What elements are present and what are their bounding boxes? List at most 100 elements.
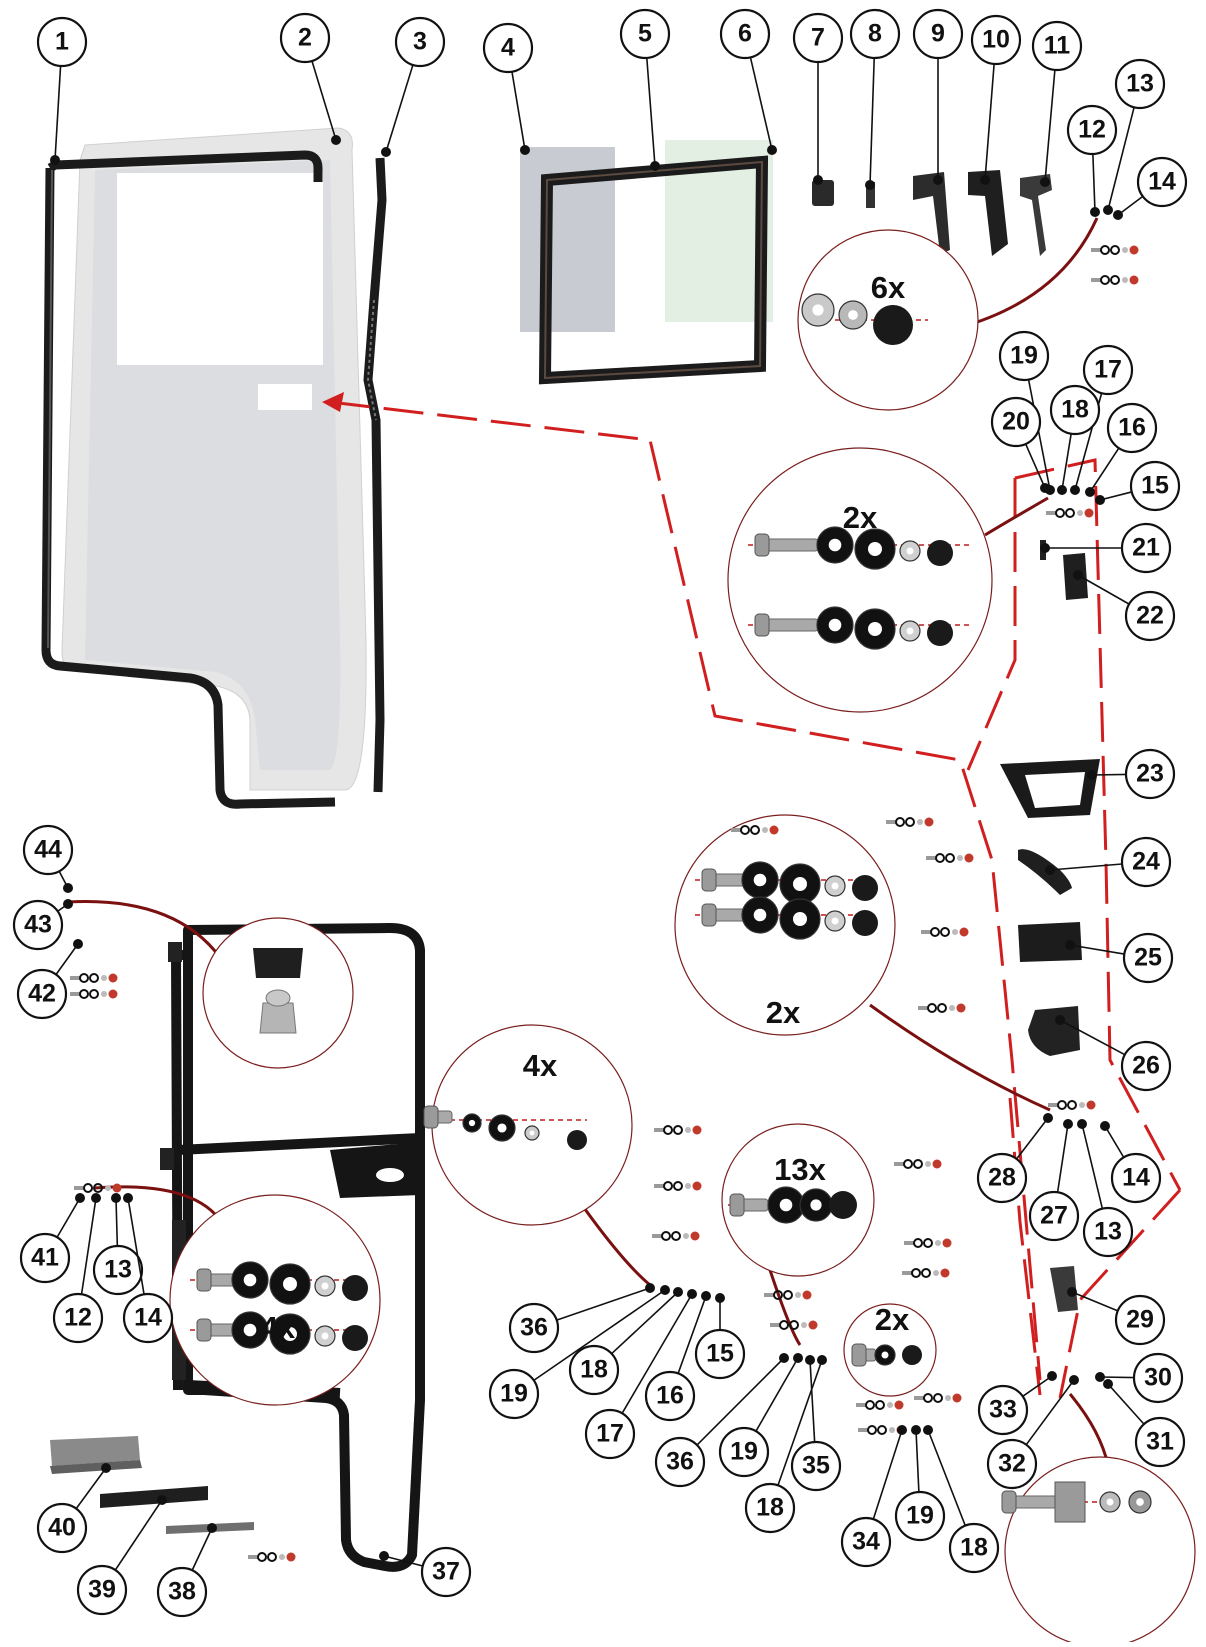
callout-16: 16 [644,1291,711,1422]
callout-circle [912,8,964,60]
detail-circle [1001,1456,1196,1647]
callout-leader [872,1429,903,1520]
callout-circle [894,1490,946,1542]
callout-43: 43 [12,899,73,951]
callout-anchor-dot [1103,1379,1113,1389]
callout-number: 19 [730,1438,758,1466]
callout-37: 37 [379,1546,472,1598]
callout-circle [970,14,1022,66]
callout-anchor-dot [701,1291,711,1301]
callout-leader [511,71,526,151]
callout-number: 9 [931,20,945,48]
callout-circle [744,1482,796,1534]
hardware-cluster [894,1159,942,1169]
callout-number: 12 [1078,116,1106,144]
callout-leader [56,1197,81,1238]
callout-number: 42 [28,980,56,1008]
callout-21: 21 [1040,522,1172,574]
latch-parts [1000,540,1100,1312]
callout-leader [1092,153,1096,213]
callout-circle [1028,1190,1080,1242]
detail-circle: 2x [727,447,993,713]
callout-number: 15 [706,1340,734,1368]
callout-number: 8 [868,20,882,48]
callout-circle [482,22,534,74]
callout-number: 18 [756,1494,784,1522]
callout-anchor-dot [1040,177,1050,187]
callout-16: 16 [1085,402,1158,497]
callout-4: 4 [482,22,534,155]
callout-anchor-dot [1055,1015,1065,1025]
callout-circle [1114,58,1166,110]
callout-anchor-dot [1100,1121,1110,1131]
callout-circle [694,1328,746,1380]
callout-12: 12 [1066,104,1118,217]
callout-circle [977,1384,1029,1436]
callout-anchor-dot [1073,570,1083,580]
callout-leader [1015,1117,1049,1160]
callout-anchor-dot [1090,207,1100,217]
callout-44: 44 [22,824,74,893]
callout-number: 16 [656,1382,684,1410]
callout-number: 22 [1136,602,1164,630]
callout-leader [311,60,337,141]
callout-number: 20 [1002,408,1030,436]
callout-circle [792,12,844,64]
callout-anchor-dot [520,145,530,155]
callout-number: 18 [960,1534,988,1562]
callout-circle [420,1546,472,1598]
callout-number: 43 [24,911,52,939]
callout-leader [927,1429,967,1526]
callout-number: 35 [802,1452,830,1480]
callout-anchor-dot [911,1425,921,1435]
callout-number: 16 [1118,414,1146,442]
callout-number: 19 [500,1380,528,1408]
callout-circle [840,1516,892,1568]
callout-leader [984,63,995,181]
callout-leader [915,1429,920,1493]
callout-anchor-dot [1085,487,1095,497]
callout-anchor-dot [793,1353,803,1363]
hardware-cluster [652,1231,700,1241]
callout-leader [55,943,79,975]
callout-circle [12,899,64,951]
callout-number: 1 [55,28,69,56]
hardware-cluster [886,817,934,827]
callout-number: 34 [852,1528,880,1556]
callout-1: 1 [36,16,88,165]
callout-40: 40 [36,1463,111,1554]
callout-leader [1025,1379,1075,1446]
callout-6: 6 [719,8,777,155]
callout-anchor-dot [865,180,875,190]
callout-number: 28 [988,1164,1016,1192]
quantity-multiplier: 13x [774,1152,826,1187]
callout-circle [1114,1294,1166,1346]
callout-39: 39 [76,1495,167,1616]
hardware-cluster [856,1400,904,1410]
callout-anchor-dot [805,1355,815,1365]
callout-anchor-dot [75,1193,85,1203]
callout-anchor-dot [1045,865,1055,875]
callout-circle [1110,1152,1162,1204]
callout-number: 18 [580,1356,608,1384]
callout-number: 4 [501,34,515,62]
detail-circle: 2x [843,1302,937,1397]
detail-circle: 13x [721,1123,875,1277]
callout-15: 15 [694,1293,746,1380]
callout-anchor-dot [123,1193,133,1203]
door-seal [41,150,336,809]
callout-leader [1069,944,1125,955]
callout-circle [790,1440,842,1492]
callout-5: 5 [619,8,671,171]
callout-18: 18 [744,1355,827,1534]
hardware-cluster [654,1181,702,1191]
quantity-multiplier: 2x [875,1302,910,1337]
callout-34: 34 [840,1425,907,1568]
callout-11: 11 [1031,20,1083,187]
callout-circle [849,8,901,60]
callout-anchor-dot [207,1523,217,1533]
callout-circle [508,1302,560,1354]
callout-27: 27 [1028,1119,1080,1242]
quantity-multiplier: 4x [261,1310,296,1345]
